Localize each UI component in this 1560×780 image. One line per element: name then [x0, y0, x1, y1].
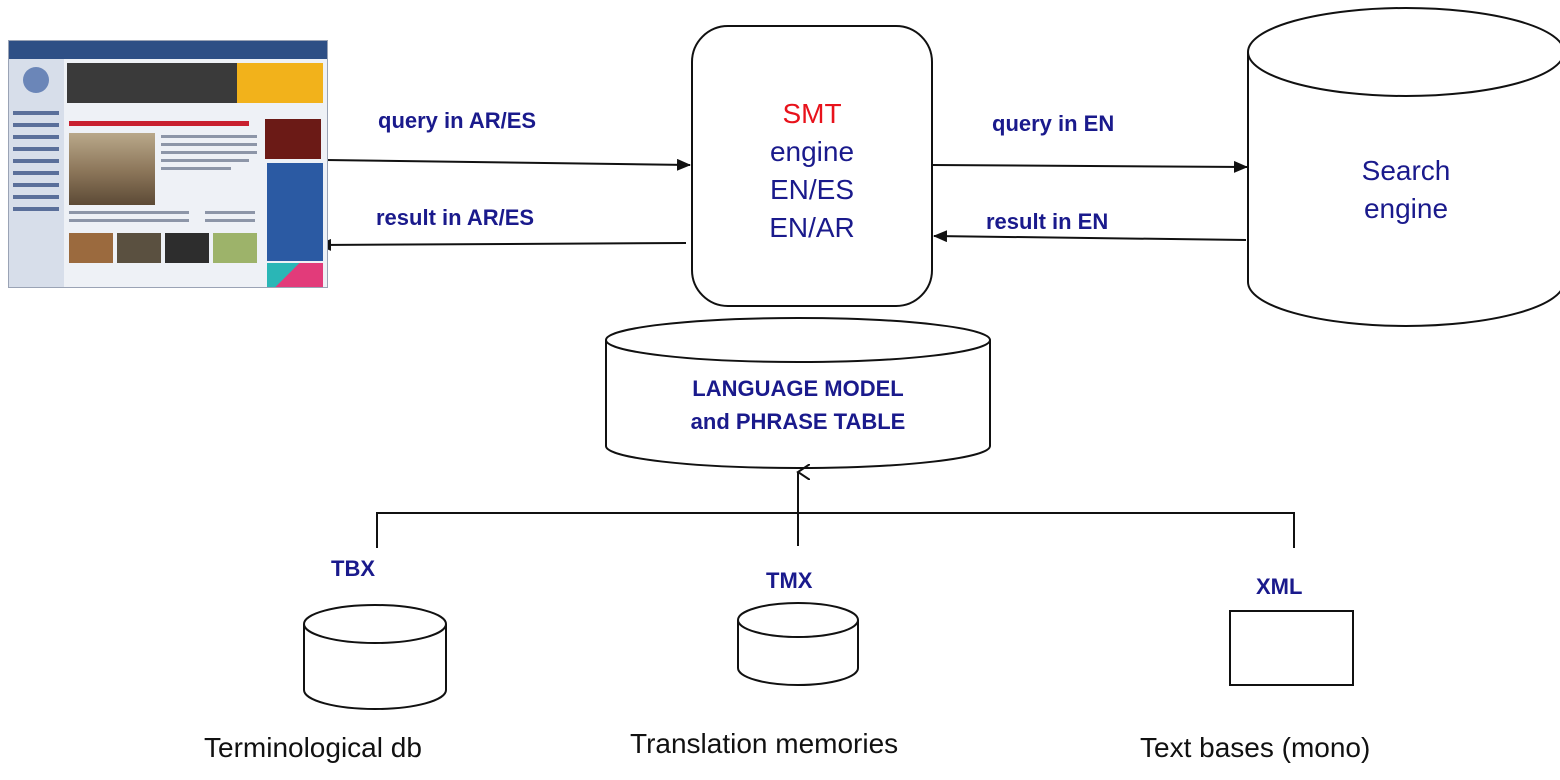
- model-line-1: LANGUAGE MODEL: [692, 376, 904, 401]
- thumbnail: [165, 233, 209, 263]
- text-line: [69, 219, 189, 222]
- source-connector-bar: [376, 512, 1295, 548]
- language-model-text: LANGUAGE MODEL and PHRASE TABLE: [606, 372, 990, 438]
- nav-line: [13, 135, 59, 139]
- tmx-label: TMX: [766, 568, 813, 593]
- nav-line: [13, 147, 59, 151]
- tmx-cylinder: [737, 602, 859, 686]
- result-en-label: result in EN: [986, 209, 1109, 234]
- smt-title: SMT: [782, 98, 842, 129]
- nav-line: [13, 159, 59, 163]
- xml-document-box: [1229, 610, 1354, 686]
- text-line: [161, 167, 231, 170]
- fao-logo-icon: [23, 67, 49, 93]
- model-line-2: and PHRASE TABLE: [690, 409, 906, 434]
- text-line: [69, 211, 189, 214]
- horn-of-africa-banner: [265, 119, 321, 159]
- smt-line-en-es: EN/ES: [769, 174, 855, 205]
- colour-graphic-thumb: [267, 263, 323, 287]
- fao-website-screenshot: [8, 40, 328, 288]
- search-engine-text: Search engine: [1330, 152, 1482, 228]
- site-banner: [67, 63, 323, 103]
- result-source-label: result in AR/ES: [376, 205, 535, 230]
- text-line: [161, 143, 257, 146]
- search-line-2: engine: [1363, 193, 1449, 224]
- text-line: [161, 159, 249, 162]
- tbx-label: TBX: [331, 556, 375, 581]
- smt-engine-box: [691, 25, 933, 307]
- terminological-db-caption: Terminological db: [204, 732, 422, 763]
- thumbnail: [117, 233, 161, 263]
- arrow-query-to-smt: [325, 158, 691, 171]
- text-line: [161, 135, 257, 138]
- text-bases-caption: Text bases (mono): [1140, 732, 1371, 763]
- query-source-label: query in AR/ES: [378, 108, 537, 133]
- nav-line: [13, 207, 59, 211]
- food-price-chart-thumb: [267, 163, 323, 261]
- arrow-result-to-site: [317, 238, 687, 251]
- query-en-label: query in EN: [992, 111, 1115, 136]
- text-line: [205, 219, 255, 222]
- smt-engine-text: SMT engine EN/ES EN/AR: [692, 95, 932, 247]
- translation-memories-caption: Translation memories: [630, 728, 899, 759]
- search-engine-cylinder: [1247, 7, 1560, 327]
- xml-label: XML: [1256, 574, 1303, 599]
- arrow-query-to-search: [931, 160, 1248, 173]
- site-headline-bar: [69, 121, 249, 126]
- forest-fire-photo: [69, 133, 155, 205]
- text-line: [205, 211, 255, 214]
- smt-line-engine: engine: [769, 136, 855, 167]
- site-topbar: [9, 41, 327, 59]
- nav-line: [13, 195, 59, 199]
- search-line-1: Search: [1361, 155, 1451, 186]
- thumbnail: [69, 233, 113, 263]
- nav-line: [13, 183, 59, 187]
- arrow-result-to-smt: [933, 230, 1247, 243]
- smt-line-en-ar: EN/AR: [769, 212, 855, 243]
- thumbnail: [213, 233, 257, 263]
- tbx-cylinder: [303, 604, 447, 710]
- nav-line: [13, 171, 59, 175]
- nav-line: [13, 111, 59, 115]
- language-model-cylinder: [605, 317, 991, 469]
- nav-line: [13, 123, 59, 127]
- text-line: [161, 151, 257, 154]
